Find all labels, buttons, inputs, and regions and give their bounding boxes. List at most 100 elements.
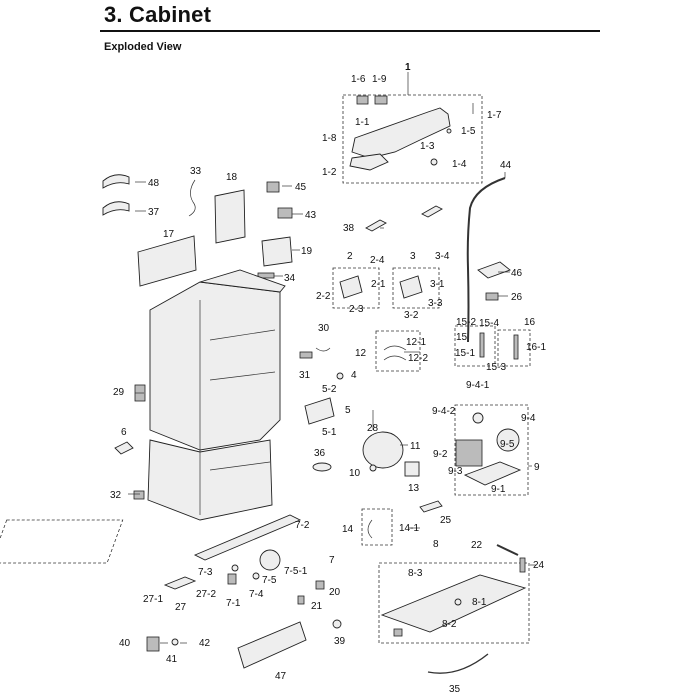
- part-9-2: [455, 439, 483, 467]
- part-8-boundary: [378, 562, 530, 644]
- part-1-4: [430, 158, 438, 166]
- callout-leaders: [128, 72, 536, 644]
- callout-9-5: 9-5: [500, 439, 515, 450]
- callout-9-2: 9-2: [433, 449, 448, 460]
- callout-39: 39: [334, 636, 346, 647]
- callout-5: 5: [345, 405, 351, 416]
- callout-28: 28: [367, 423, 379, 434]
- callout-26: 26: [511, 292, 523, 303]
- part-1-3-plate: [351, 107, 451, 159]
- callout-9-1: 9-1: [491, 484, 506, 495]
- callout-40: 40: [119, 638, 131, 649]
- callout-33: 33: [190, 166, 202, 177]
- callout-18: 18: [226, 172, 238, 183]
- callout-14: 14: [342, 524, 354, 535]
- part-7-1: [227, 573, 237, 585]
- callout-27: 27: [175, 602, 187, 613]
- callout-42: 42: [199, 638, 211, 649]
- callout-29: 29: [113, 387, 125, 398]
- part-20: [315, 580, 325, 590]
- callout-3-3: 3-3: [428, 298, 443, 309]
- callout-1: 1: [405, 62, 411, 73]
- part-39: [332, 619, 342, 629]
- part-7-drain-rail: [193, 514, 302, 561]
- part-26: [485, 292, 499, 301]
- callout-15-2: 15-2: [456, 317, 476, 328]
- callout-14-1: 14-1: [399, 523, 419, 534]
- part-25: [419, 500, 443, 513]
- callout-1-6: 1-6: [351, 74, 366, 85]
- callout-46: 46: [511, 268, 523, 279]
- cabinet-body: [147, 269, 286, 521]
- callout-13: 13: [408, 483, 420, 494]
- part-38: [365, 205, 443, 232]
- cabinet-shelf-line-2: [209, 371, 276, 381]
- part-8-1: [454, 598, 462, 606]
- part-17: [137, 235, 197, 287]
- callout-15-3: 15-3: [486, 362, 506, 373]
- callout-7-2: 7-2: [295, 520, 310, 531]
- part-33-wire: [188, 179, 196, 217]
- callout-2: 2: [347, 251, 353, 262]
- part-14-boundary: [361, 508, 393, 546]
- callout-15-1: 15-1: [455, 348, 475, 359]
- callout-2-4: 2-4: [370, 255, 385, 266]
- callout-38: 38: [343, 223, 355, 234]
- part-3-boundary: [392, 267, 440, 309]
- cabinet-shelf-line-1: [209, 329, 276, 341]
- callout-44: 44: [500, 160, 512, 171]
- cabinet-lower-shell: [147, 439, 273, 521]
- part-9-3: [463, 461, 522, 486]
- cabinet-top-face: [199, 269, 286, 293]
- callout-19: 19: [301, 246, 313, 257]
- part-31: [299, 351, 313, 359]
- callout-5-2: 5-2: [322, 384, 337, 395]
- callout-7-1: 7-1: [226, 598, 241, 609]
- part-5: [304, 397, 335, 425]
- callout-3: 3: [410, 251, 416, 262]
- callout-10: 10: [349, 468, 361, 479]
- part-7-4: [252, 572, 260, 580]
- part-7-boundary: [0, 519, 124, 564]
- part-2-hinge: [339, 275, 363, 299]
- title-underline: [100, 30, 600, 32]
- callout-41: 41: [166, 654, 178, 665]
- callout-45: 45: [295, 182, 307, 193]
- callout-20: 20: [329, 587, 341, 598]
- part-8-2: [393, 628, 403, 637]
- callout-2-3: 2-3: [349, 304, 364, 315]
- part-43: [277, 207, 293, 219]
- callout-36: 36: [314, 448, 326, 459]
- callout-12-2: 12-2: [408, 353, 428, 364]
- part-48: [102, 174, 130, 189]
- section-title: 3. Cabinet: [104, 2, 212, 27]
- callout-9: 9: [534, 462, 540, 473]
- part-10: [369, 464, 377, 472]
- callout-4: 4: [351, 370, 357, 381]
- callout-25: 25: [440, 515, 452, 526]
- part-47: [237, 621, 307, 669]
- callout-8-2: 8-2: [442, 619, 457, 630]
- part-16-1: [513, 334, 519, 360]
- callout-48: 48: [148, 178, 160, 189]
- part-9-4-2: [472, 412, 484, 424]
- callout-47: 47: [275, 671, 287, 682]
- part-46: [477, 261, 511, 279]
- part-2-boundary: [332, 267, 380, 309]
- callout-9-4-1: 9-4-1: [466, 380, 490, 391]
- part-7-3: [231, 564, 239, 572]
- callout-7-4: 7-4: [249, 589, 264, 600]
- part-9-boundary: [454, 404, 529, 496]
- part-27: [163, 576, 197, 590]
- callout-1-1: 1-1: [355, 117, 370, 128]
- callout-9-4: 9-4: [521, 413, 536, 424]
- callout-9-3: 9-3: [448, 466, 463, 477]
- part-4: [336, 372, 344, 380]
- callout-8: 8: [433, 539, 439, 550]
- part-13: [404, 461, 420, 477]
- callout-2-1: 2-1: [371, 279, 386, 290]
- callout-1-5: 1-5: [461, 126, 476, 137]
- callout-37: 37: [148, 207, 160, 218]
- part-19: [261, 236, 293, 267]
